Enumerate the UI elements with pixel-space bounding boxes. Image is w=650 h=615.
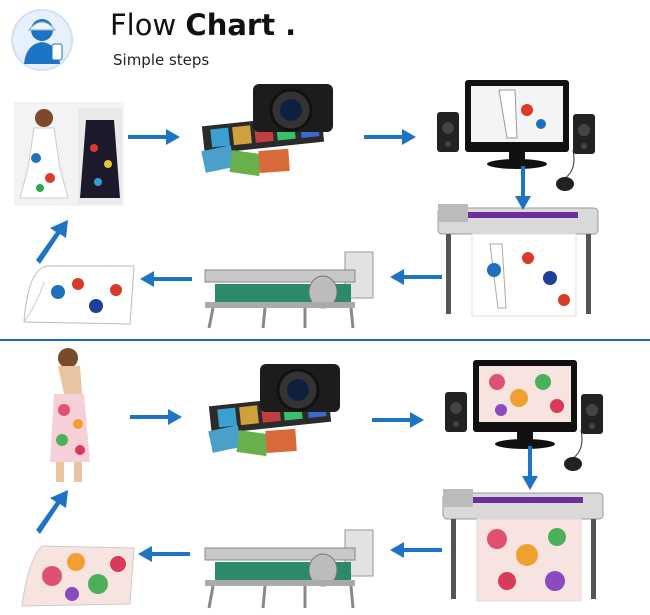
printed-fabric-icon [21,545,135,607]
model-photo-icon [50,348,90,482]
camera-photos-icon [208,364,340,457]
arrow-down-icon [515,166,531,210]
arrow-right-icon [128,129,180,145]
arrow-left-icon [140,271,192,287]
title-light: Flow [110,8,177,42]
computer-monitor-icon [437,80,595,191]
heat-press-machine-icon [204,529,374,609]
arrow-up-right-icon [36,490,68,534]
printed-fabric-icon [23,265,135,325]
computer-monitor-icon [445,360,603,471]
title-bold: Chart . [185,8,297,42]
brand-logo-icon [10,8,74,72]
arrow-up-right-icon [36,220,68,264]
section-divider [0,339,650,341]
arrow-left-icon [138,546,190,562]
heat-press-machine-icon [204,251,374,329]
arrow-left-icon [390,542,442,558]
page-title: Flow Chart . [110,8,296,42]
arrow-right-icon [372,412,424,428]
model-photo-icon [14,102,124,206]
camera-photos-icon [201,84,333,177]
page-subtitle: Simple steps [113,51,210,69]
arrow-right-icon [364,129,416,145]
large-format-printer-icon [442,489,604,602]
arrow-down-icon [522,446,538,490]
arrow-left-icon [390,269,442,285]
large-format-printer-icon [437,204,599,317]
arrow-right-icon [130,409,182,425]
